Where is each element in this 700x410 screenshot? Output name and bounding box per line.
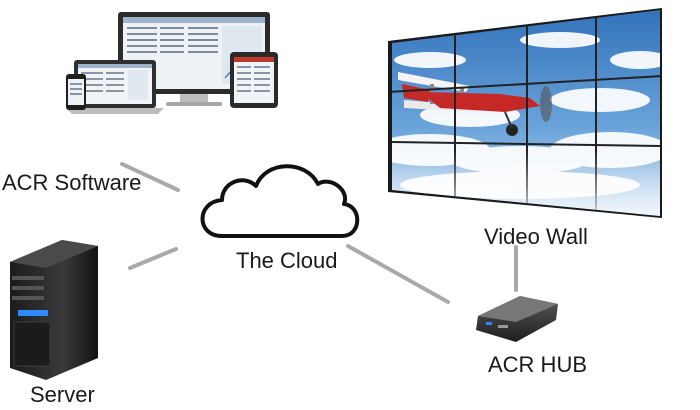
hub-device-icon xyxy=(476,296,558,342)
connectors xyxy=(120,162,518,304)
laptop xyxy=(66,60,164,114)
server-tower-icon xyxy=(10,240,98,380)
acr-hub-label: ACR HUB xyxy=(488,352,588,377)
video-wall-icon xyxy=(388,8,662,218)
server-label: Server xyxy=(30,382,95,407)
phone xyxy=(66,74,86,110)
biplane xyxy=(398,72,552,136)
edge-server-cloud xyxy=(128,247,178,270)
cloud-icon xyxy=(200,164,360,238)
tablet xyxy=(230,52,278,108)
multi-device-icon xyxy=(66,12,278,114)
acr-software-label: ACR Software xyxy=(2,170,142,195)
cloud-label: The Cloud xyxy=(236,248,338,273)
edge-software-cloud xyxy=(120,162,180,192)
edge-cloud-hub xyxy=(346,244,450,304)
video-wall-label: Video Wall xyxy=(484,224,588,249)
